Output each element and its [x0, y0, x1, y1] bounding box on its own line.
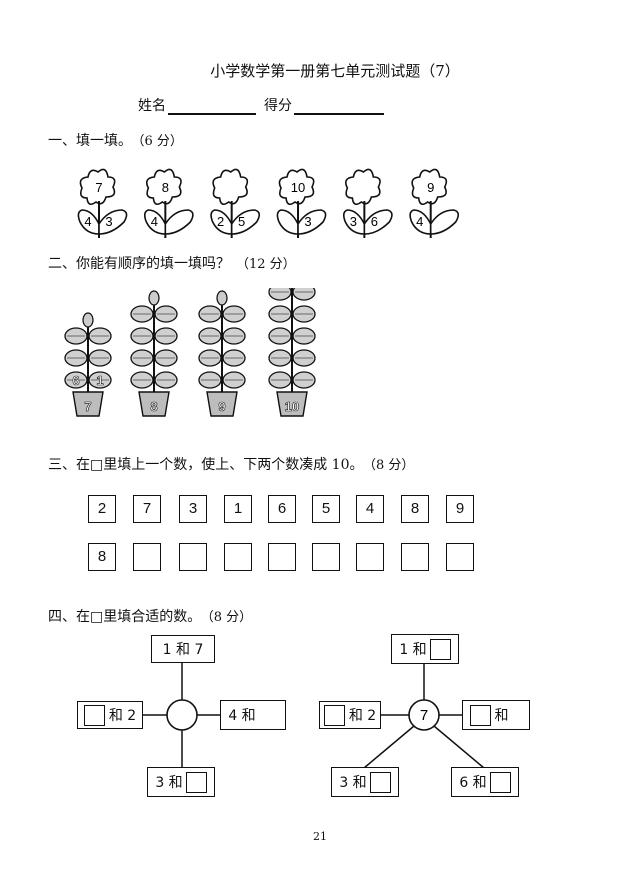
given-number-box: 3 [179, 495, 207, 523]
answer-box[interactable] [356, 543, 384, 571]
pot-number: 8 [150, 399, 157, 414]
flower-left-number: 2 [217, 214, 224, 229]
flower-left-number: 4 [416, 214, 423, 229]
flower-top-number: 10 [291, 180, 305, 195]
answer-box[interactable] [83, 704, 105, 726]
diagram1-left-box: 和 2 [77, 701, 143, 729]
section3-heading: 三、在□里填上一个数，使上、下两个数凑成 10。（8 分） [48, 457, 415, 473]
section2-heading: 二、你能有顺序的填一填吗？（12 分） [48, 256, 296, 272]
answer-box[interactable] [268, 543, 296, 571]
plant: 9 [198, 290, 246, 417]
flower-left-number: 4 [84, 214, 91, 229]
name-label: 姓名 [138, 98, 166, 114]
leaf-left-number: 6 [72, 373, 79, 388]
plant: 76 1 [64, 312, 112, 417]
flower-left-number: 4 [151, 214, 158, 229]
given-number-box: 2 [88, 495, 116, 523]
score-label: 得分 [264, 98, 292, 114]
diagram2-left-box: 和 2 [319, 701, 381, 729]
section4-heading: 四、在□里填合适的数。（8 分） [48, 609, 253, 625]
section1-heading: 一、填一填。（6 分） [48, 133, 183, 149]
flower-right-number: 6 [371, 214, 378, 229]
diagram1-bottom-box: 3 和 [147, 767, 215, 797]
pot-number: 10 [285, 399, 299, 414]
given-number-box: 9 [446, 495, 474, 523]
answer-box[interactable] [446, 543, 474, 571]
answer-box[interactable] [401, 543, 429, 571]
flower-right-number: 3 [105, 214, 112, 229]
diagram2-right-box: 和 [462, 700, 530, 730]
given-number-box: 4 [356, 495, 384, 523]
diagram2-bottom-right-box: 6 和 [451, 767, 519, 797]
diagram2-bottom-left-box: 3 和 [331, 767, 399, 797]
flower-left-number: 3 [350, 214, 357, 229]
given-number-box: 5 [312, 495, 340, 523]
page-number: 21 [313, 830, 327, 843]
answer-box[interactable] [429, 638, 451, 660]
plants-row: 76 1 8 9 10 [64, 288, 316, 417]
answer-box[interactable] [133, 543, 161, 571]
pot-number: 9 [218, 399, 225, 414]
answer-box[interactable] [224, 543, 252, 571]
given-number-box: 6 [268, 495, 296, 523]
diagram1-center-circle[interactable] [166, 699, 198, 731]
plant: 8 [130, 290, 178, 417]
diagram1-right-box: 4 和 [220, 700, 286, 730]
given-number-box: 1 [224, 495, 252, 523]
flower-right-number: 3 [304, 214, 311, 229]
score-field[interactable] [294, 99, 384, 115]
answer-box[interactable] [469, 704, 491, 726]
flower-top-number: 8 [162, 180, 169, 195]
answer-box[interactable] [179, 543, 207, 571]
flower: 94 [409, 168, 460, 239]
name-score-row: 姓名 得分 [138, 95, 392, 115]
flower-right-number: 5 [238, 214, 245, 229]
flower: 84 [143, 168, 194, 239]
flower-top-number: 7 [95, 180, 102, 195]
answer-box[interactable] [185, 771, 207, 793]
page-title: 小学数学第一册第七单元测试题（7） [210, 62, 460, 80]
pot-number: 7 [84, 399, 91, 414]
answer-box[interactable] [369, 771, 391, 793]
answer-box[interactable]: 8 [88, 543, 116, 571]
diagram1-top-box: 1 和 7 [151, 635, 215, 663]
flower: 10 3 [276, 168, 327, 239]
given-number-box: 7 [133, 495, 161, 523]
leaf-right-number: 1 [96, 373, 103, 388]
answer-box[interactable] [489, 771, 511, 793]
answer-box[interactable] [323, 704, 345, 726]
name-field[interactable] [168, 99, 256, 115]
diagram2-top-box: 1 和 [391, 634, 459, 664]
answer-box[interactable] [312, 543, 340, 571]
flower-top-number: 9 [427, 180, 434, 195]
diagram2-center-circle [408, 699, 440, 731]
diagram2-center-value: 7 [420, 707, 428, 724]
plant: 10 [268, 288, 316, 417]
given-number-box: 8 [401, 495, 429, 523]
